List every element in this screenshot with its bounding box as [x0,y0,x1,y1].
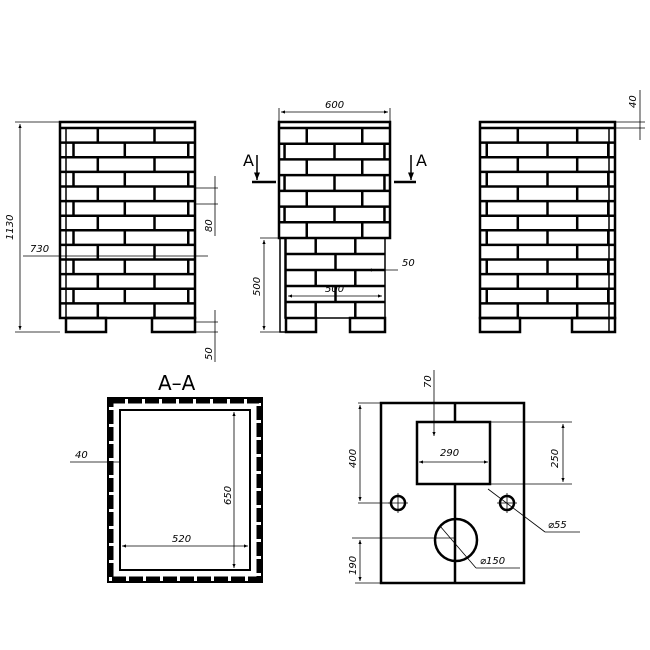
opening-bricks [286,238,385,318]
dim-400: 400 [348,449,359,468]
front-elevation: 1130 730 80 50 [5,120,218,362]
dim-40-wall: 40 [75,450,88,461]
side-bricks [279,128,390,238]
dim-730: 730 [30,244,49,255]
front-foot-left [64,316,108,334]
dim-520: 520 [172,534,191,545]
rear-bricks [480,128,615,318]
section-title: A–A [158,371,196,395]
dim-phi55: ⌀55 [548,520,567,531]
plan-rect [415,420,492,486]
hole-big [433,517,479,563]
front-body [58,120,197,320]
dim-70: 70 [423,375,434,388]
front-foot-right [150,316,197,334]
dim-650: 650 [223,486,234,505]
dim-height: 1130 [5,215,16,240]
dim-40-cap: 40 [628,95,639,108]
section-mark-right: A [416,151,427,170]
side-opening [284,237,386,319]
plan-outline [379,401,526,585]
top-plan: 400 190 70 290 250 ⌀55 ⌀150 [348,370,580,585]
dim-50-offset: 50 [402,258,415,269]
front-bricks [60,128,195,318]
dim-50: 50 [204,347,215,360]
section-mark-left: A [243,151,254,170]
rear-elevation: 40 [478,90,645,334]
dim-500-height: 500 [252,277,263,296]
dim-250: 250 [550,449,561,468]
dim-600: 600 [325,100,344,111]
dim-80: 80 [204,219,215,232]
side-elevation: 600 A A 500 500 50 [243,100,427,334]
dim-290: 290 [440,448,459,459]
dim-phi150: ⌀150 [480,556,505,567]
dim-190: 190 [348,556,359,575]
dim-500-width: 500 [325,284,344,295]
section-a-a: A–A 40 650 520 [70,371,263,583]
